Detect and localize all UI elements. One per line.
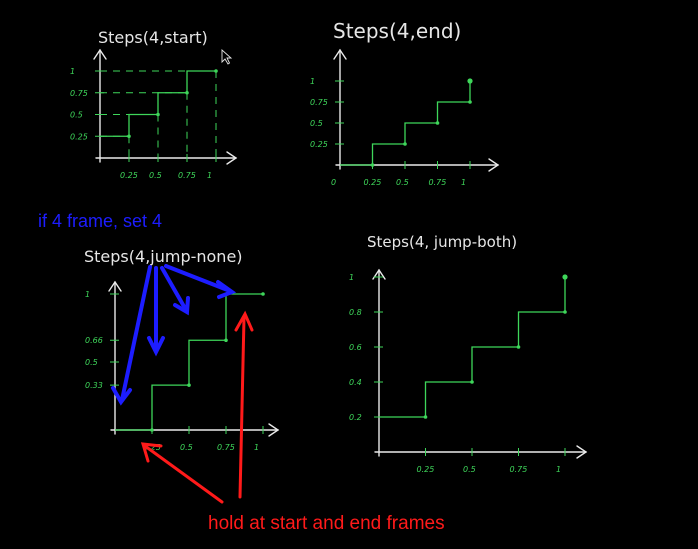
- step-point: [187, 383, 191, 387]
- diagram-steps-jump-none: 0.25 0.5 0.75 1 0.33 0.5 0.66 1: [85, 280, 280, 452]
- step-point: [435, 121, 440, 125]
- y-tick-label: 0.5: [310, 119, 323, 128]
- x-tick-label: 0.5: [180, 443, 193, 452]
- y-tick-label: 0.75: [310, 98, 328, 107]
- blue-arrow-1: [120, 265, 152, 402]
- x-tick-label: 0.75: [510, 465, 528, 474]
- x-tick-label: 0.5: [463, 465, 476, 474]
- y-tick-label: 0.2: [349, 413, 362, 422]
- y-axis-arrow-icon: [108, 280, 122, 292]
- title-steps-end: Steps(4,end): [333, 19, 461, 43]
- step-point: [563, 310, 567, 314]
- y-tick-label: 1: [70, 67, 75, 76]
- step-line: [379, 277, 566, 418]
- step-point: [468, 100, 472, 104]
- x-tick-label: 0.25: [417, 465, 435, 474]
- red-arrow-up-head-icon: [234, 310, 254, 332]
- x-axis-arrow-icon: [268, 423, 280, 437]
- x-tick-label: 0.25: [364, 178, 382, 187]
- step-point: [261, 292, 265, 296]
- step-point: [403, 142, 407, 146]
- red-arrows: [140, 310, 254, 504]
- red-arrow-left: [143, 444, 224, 504]
- y-tick-label: 0.25: [310, 140, 328, 149]
- blue-arrows: [111, 264, 237, 406]
- step-point: [224, 338, 228, 343]
- y-tick-label: 1: [85, 290, 90, 299]
- x-tick-label: 0.5: [396, 178, 409, 187]
- x-axis-arrow-icon: [576, 445, 588, 459]
- end-point: [467, 78, 473, 84]
- x-tick-label: 0.25: [120, 171, 138, 180]
- x-tick-label: 0.5: [149, 171, 162, 180]
- note-red-text: hold at start and end frames: [208, 513, 445, 534]
- x-axis-arrow-icon: [488, 158, 500, 172]
- title-steps-jump-none: Steps(4,jump-none): [84, 247, 243, 266]
- step-point: [470, 380, 474, 384]
- x-tick-label: 1: [254, 443, 259, 452]
- step-point: [423, 415, 428, 419]
- step-line: [115, 293, 263, 431]
- x-tick-label: 0.25: [143, 443, 161, 452]
- diagram-steps-end: 0 0.25 0.5 0.75 1 0.25 0.5 0.75 1: [310, 48, 500, 187]
- red-arrow-left-head-icon: [140, 442, 163, 463]
- y-tick-label: 1: [310, 77, 315, 86]
- y-tick-label: 0.4: [349, 378, 362, 387]
- step-line: [100, 70, 216, 137]
- y-axis-arrow-icon: [333, 48, 347, 60]
- x-tick-label: 1: [556, 465, 561, 474]
- y-tick-label: 0.25: [70, 132, 88, 141]
- mouse-cursor-icon: [221, 48, 233, 65]
- blue-arrow-4: [164, 264, 232, 293]
- y-tick-label: 0.33: [85, 381, 103, 390]
- x-tick-label: 0.75: [217, 443, 235, 452]
- blue-arrow-1-head-icon: [111, 386, 132, 406]
- blue-arrow-3: [160, 266, 188, 312]
- y-tick-label: 0.5: [85, 358, 98, 367]
- blue-arrow-4-head-icon: [216, 280, 237, 299]
- diagram-steps-start: 0.25 0.5 0.75 1 0.25 0.5 0.75 1: [70, 48, 238, 180]
- step-line: [340, 81, 471, 166]
- y-tick-label: 0.8: [349, 308, 362, 317]
- y-tick-label: 0.75: [70, 89, 88, 98]
- x-tick-label: 1: [207, 171, 212, 180]
- y-tick-label: 1: [349, 273, 354, 282]
- step-point: [516, 345, 521, 349]
- blue-arrow-3-head-icon: [173, 296, 190, 316]
- x-tick-label: 0: [331, 178, 336, 187]
- y-tick-label: 0.6: [349, 343, 362, 352]
- x-axis-arrow-icon: [226, 151, 238, 165]
- x-tick-label: 0.75: [429, 178, 447, 187]
- x-tick-label: 1: [461, 178, 466, 187]
- title-steps-start: Steps(4,start): [98, 28, 208, 47]
- diagram-steps-jump-both: 0.25 0.5 0.75 1 0.2 0.4 0.6 0.8 1: [349, 268, 588, 474]
- x-tick-label: 0.75: [178, 171, 196, 180]
- blue-arrow-2-head-icon: [147, 336, 165, 357]
- red-arrow-up: [238, 316, 246, 499]
- y-tick-label: 0.66: [85, 336, 103, 345]
- end-point: [562, 274, 568, 280]
- step-point: [150, 428, 154, 432]
- y-tick-label: 0.5: [70, 111, 83, 120]
- y-axis-arrow-icon: [93, 48, 107, 60]
- title-steps-jump-both: Steps(4, jump-both): [367, 233, 517, 251]
- step-point: [370, 163, 375, 167]
- y-axis-arrow-icon: [372, 268, 386, 280]
- note-blue-text: if 4 frame, set 4: [38, 211, 162, 231]
